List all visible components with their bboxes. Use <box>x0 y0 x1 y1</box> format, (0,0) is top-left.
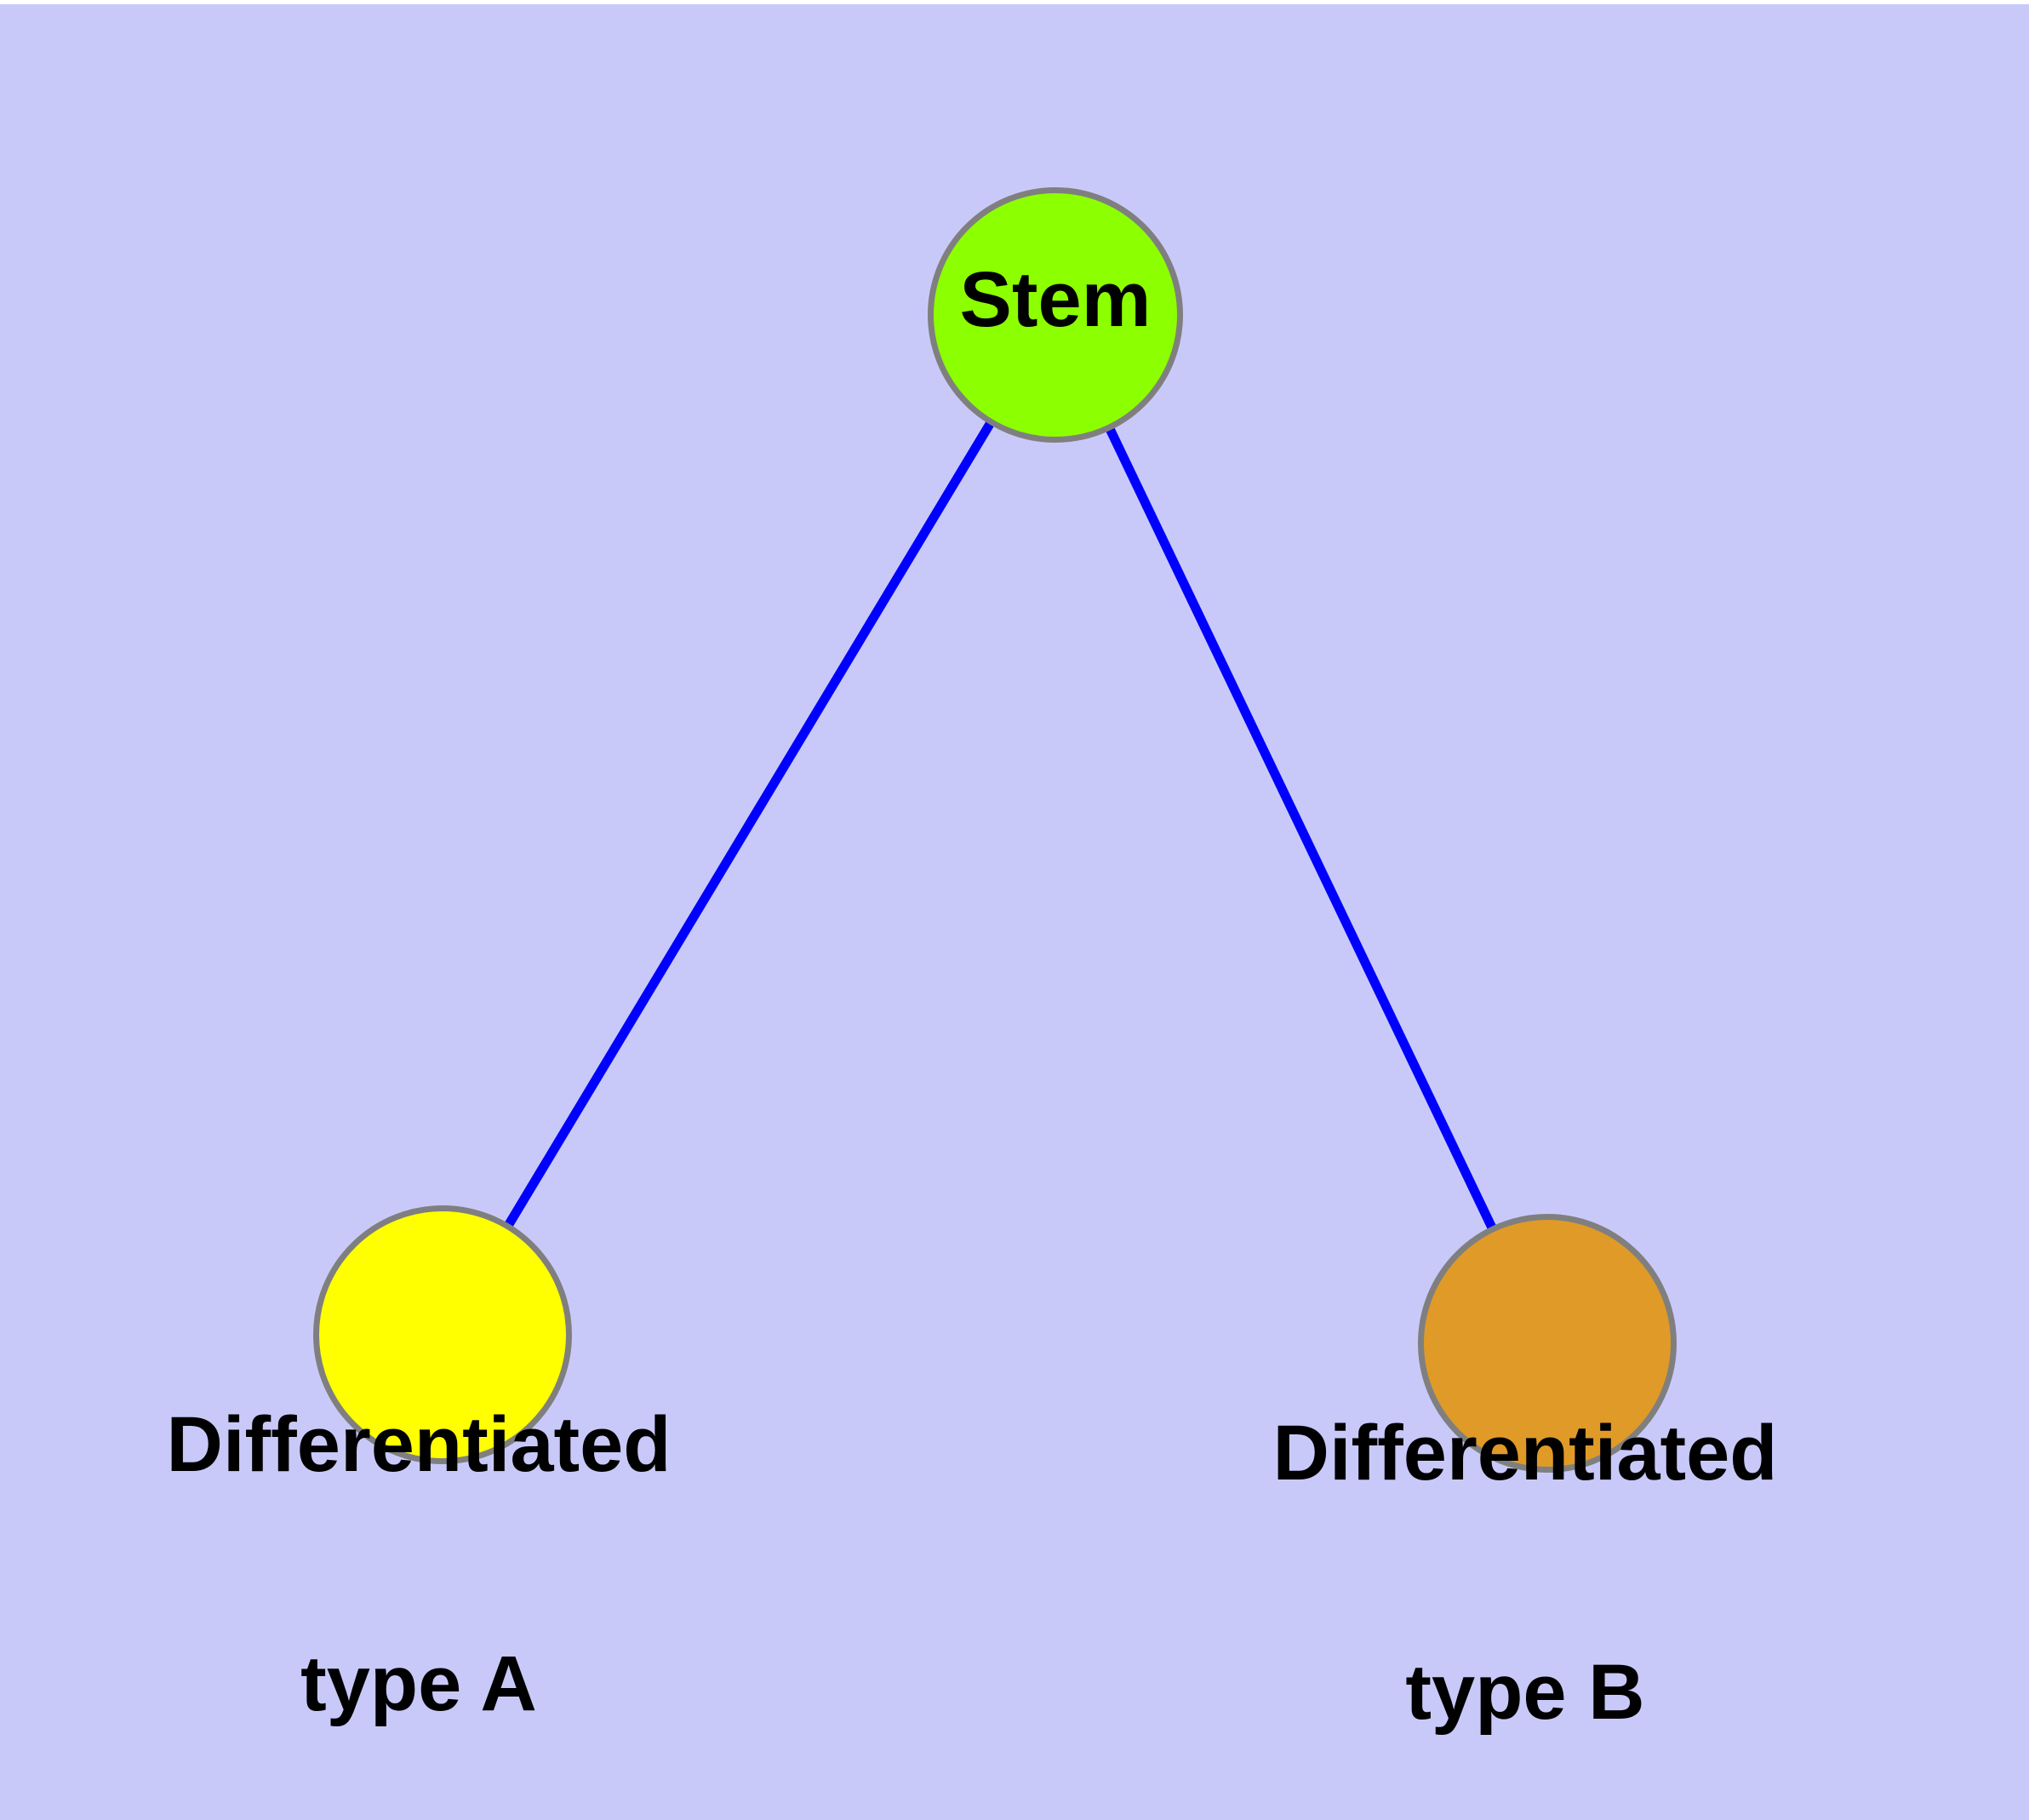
canvas-top-edge <box>0 0 2029 4</box>
node-stem[interactable] <box>928 187 1183 443</box>
node-differentiated-type-a[interactable] <box>313 1205 572 1464</box>
edge-stem-to-differentiated-type-a <box>438 312 1060 1337</box>
node-differentiated-type-b[interactable] <box>1418 1214 1677 1473</box>
edge-stem-to-differentiated-type-b <box>1051 312 1552 1346</box>
